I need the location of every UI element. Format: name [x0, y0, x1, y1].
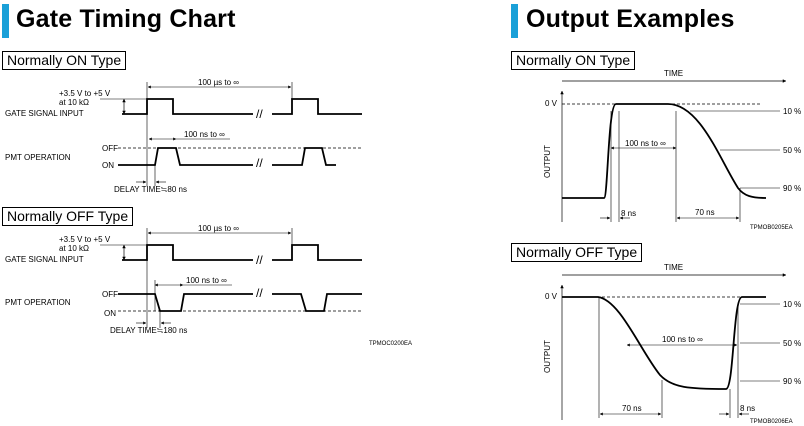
gate-off-pmt-break-mark: //	[256, 286, 263, 300]
gate-on-on-label: ON	[102, 161, 114, 170]
gate-off-delay-label: DELAY TIME≒180 ns	[110, 326, 187, 335]
gate-normally-on-label: Normally ON Type	[2, 51, 127, 70]
gate-on-gate-waveform	[122, 98, 253, 115]
output-normally-on-label: Normally ON Type	[511, 51, 636, 70]
gate-on-timing: +3.5 V to +5 V at 10 kΩ GATE SIGNAL INPU…	[5, 78, 362, 194]
gate-off-timing: +3.5 V to +5 V at 10 kΩ GATE SIGNAL INPU…	[5, 224, 412, 347]
gate-off-impedance-label: at 10 kΩ	[59, 244, 89, 253]
output-on-level-10: 10 %	[783, 107, 801, 116]
output-examples-title: Output Examples	[526, 5, 735, 33]
gate-on-voltage-label: +3.5 V to +5 V	[59, 89, 111, 98]
output-on-output-label: OUTPUT	[543, 145, 552, 178]
gate-off-pmt-waveform	[118, 293, 253, 312]
gate-on-break-mark: //	[256, 107, 263, 121]
output-off-level-50: 50 %	[783, 339, 801, 348]
gate-on-off-label: OFF	[102, 144, 118, 153]
gate-on-pmt-waveform-2	[272, 147, 336, 166]
output-on-code: TPMOB0205EA	[750, 225, 793, 231]
gate-off-gate-waveform-2	[272, 244, 362, 261]
gate-on-pulse-label: 100 ns to ∞	[184, 130, 225, 139]
gate-on-pmt-break-mark: //	[256, 156, 263, 170]
gate-on-impedance-label: at 10 kΩ	[59, 98, 89, 107]
output-off-level-10: 10 %	[783, 300, 801, 309]
output-off-pulse-label: 100 ns to ∞	[662, 335, 703, 344]
output-off-output-label: OUTPUT	[543, 340, 552, 373]
output-on-time-label: TIME	[664, 69, 683, 78]
output-on-fall-label: 70 ns	[695, 208, 715, 217]
gate-timing-title-bar	[2, 4, 9, 38]
output-on-zero-label: 0 V	[545, 99, 558, 108]
gate-off-pulse-label: 100 ns to ∞	[186, 276, 227, 285]
output-on-pulse-label: 100 ns to ∞	[625, 139, 666, 148]
gate-off-gate-signal-label: GATE SIGNAL INPUT	[5, 255, 84, 264]
output-off-fall-label: 70 ns	[622, 404, 642, 413]
gate-on-delay-label: DELAY TIME≒80 ns	[114, 185, 187, 194]
gate-off-period-label: 100 µs to ∞	[198, 224, 239, 233]
output-off-rise-label: 8 ns	[740, 404, 755, 413]
gate-on-gate-waveform-2	[272, 98, 362, 115]
gate-off-on-label: ON	[104, 309, 116, 318]
gate-off-break-mark: //	[256, 253, 263, 267]
gate-timing-title: Gate Timing Chart	[16, 5, 236, 33]
gate-off-off-label: OFF	[102, 290, 118, 299]
gate-off-pmt-label: PMT OPERATION	[5, 298, 71, 307]
output-off-chart: TIME OUTPUT 0 V 10 % 50 % 90 % 100 ns to…	[543, 263, 801, 425]
output-normally-off-label: Normally OFF Type	[511, 243, 643, 262]
output-off-level-90: 90 %	[783, 377, 801, 386]
output-off-code: TPMOB0206EA	[750, 419, 793, 425]
gate-timing-code: TPMOC0200EA	[369, 341, 412, 347]
gate-off-pmt-waveform-2	[272, 293, 362, 312]
output-on-level-90: 90 %	[783, 184, 801, 193]
gate-on-pmt-label: PMT OPERATION	[5, 153, 71, 162]
output-off-zero-label: 0 V	[545, 292, 558, 301]
output-on-level-50: 50 %	[783, 146, 801, 155]
gate-off-voltage-label: +3.5 V to +5 V	[59, 235, 111, 244]
output-on-rise-label: 8 ns	[621, 209, 636, 218]
gate-on-period-label: 100 µs to ∞	[198, 78, 239, 87]
output-examples-title-bar	[511, 4, 518, 38]
output-on-waveform	[562, 103, 767, 199]
gate-on-pmt-waveform	[118, 147, 253, 166]
output-off-time-label: TIME	[664, 263, 683, 272]
gate-off-gate-waveform	[122, 244, 253, 261]
output-off-waveform	[562, 296, 766, 390]
gate-on-gate-signal-label: GATE SIGNAL INPUT	[5, 109, 84, 118]
gate-normally-off-label: Normally OFF Type	[2, 207, 134, 226]
output-on-chart: TIME OUTPUT 0 V 10 % 50 % 90 % 100 ns to…	[543, 69, 801, 231]
